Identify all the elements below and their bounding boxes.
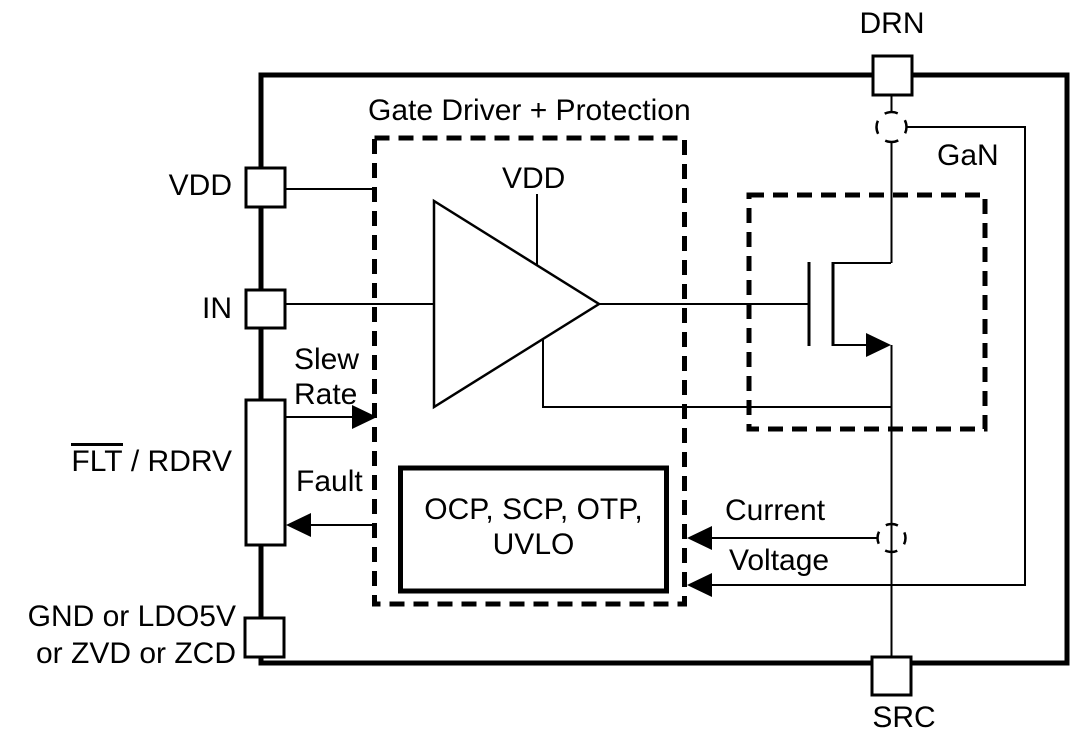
ic-outline	[258, 72, 1070, 666]
gate-driver-amplifier	[432, 198, 602, 410]
drain-sense-node-icon	[875, 110, 908, 144]
slew-rate-arrow-icon	[352, 405, 377, 429]
pin-label-src: SRC	[872, 701, 936, 734]
pin-square-in	[244, 288, 287, 330]
protection-label-line1: OCP, SCP, OTP,	[424, 493, 643, 526]
wire-source-feedback	[542, 339, 891, 408]
amp-supply-label: VDD	[502, 162, 566, 195]
fault-label: Fault	[296, 465, 363, 498]
protection-box	[398, 465, 669, 594]
pin-label-in: IN	[202, 292, 232, 325]
pin-square-vdd	[244, 166, 287, 209]
gan-block-label: GaN	[937, 139, 999, 172]
flt-overline-text: FLT	[71, 443, 123, 478]
wire-voltage-sense	[712, 126, 1026, 586]
slew-label-line1: Slew	[294, 343, 360, 376]
pin-label-drn: DRN	[859, 7, 925, 40]
block-title-gate-driver: Gate Driver + Protection	[368, 94, 691, 127]
slew-rate-label: Slew Rate	[294, 342, 359, 412]
voltage-label: Voltage	[729, 544, 830, 577]
fet-source-arrow-icon	[866, 333, 891, 357]
gnd-label-line2: or ZVD or ZCD	[35, 637, 236, 670]
voltage-arrow-icon	[687, 573, 712, 597]
pin-square-drn	[871, 54, 914, 97]
gan-block-outline	[746, 192, 988, 432]
current-arrow-icon	[687, 526, 712, 550]
gnd-label-line1: GND or LDO5V	[27, 600, 236, 633]
gate-driver-block-outline	[372, 135, 687, 607]
slew-label-line2: Rate	[294, 378, 358, 411]
current-label: Current	[725, 494, 826, 527]
pin-square-src	[870, 655, 913, 697]
protection-box-label: OCP, SCP, OTP, UVLO	[400, 492, 667, 562]
pin-label-vdd: VDD	[168, 169, 232, 202]
current-sense-node-icon	[876, 522, 907, 554]
pin-label-gnd: GND or LDO5V or ZVD or ZCD	[16, 598, 236, 672]
rdrv-text: / RDRV	[130, 445, 232, 478]
pin-label-flt-rdrv: FLT / RDRV	[32, 443, 232, 479]
protection-label-line2: UVLO	[492, 528, 575, 561]
pin-square-gnd	[243, 616, 286, 659]
fault-arrow-icon	[286, 513, 311, 537]
pin-rect-flt-rdrv	[244, 398, 287, 547]
